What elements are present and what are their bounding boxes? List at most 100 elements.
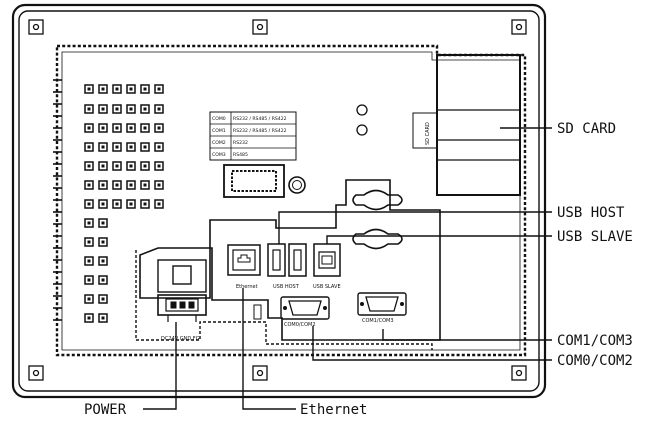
table-port: COM2: [212, 140, 226, 146]
vent-slot-center: [101, 278, 105, 282]
vent-slot: [140, 123, 150, 133]
vent-slot-center: [87, 202, 91, 206]
vent-slot: [112, 142, 122, 152]
com1-com3-port-label: COM1/COM3: [362, 318, 394, 324]
battery-cover: [223, 164, 285, 198]
vent-slot-center: [129, 164, 133, 168]
sd-card-housing: SD CARD: [412, 54, 521, 196]
vent-slot-center: [101, 202, 105, 206]
vent-slot: [98, 199, 108, 209]
power-terminal-block: [157, 259, 207, 322]
callout-com1-com3: COM1/COM3: [557, 333, 633, 349]
usb-host-ports: [267, 243, 307, 277]
vent-slot-center: [87, 87, 91, 91]
vent-slot: [84, 275, 94, 285]
vent-slot: [112, 104, 122, 114]
vent-slot: [112, 199, 122, 209]
vent-slot: [84, 256, 94, 266]
vent-slot-center: [101, 126, 105, 130]
housing-outer: [11, 3, 547, 399]
vent-slot: [140, 180, 150, 190]
vent-slot-center: [157, 164, 161, 168]
vent-slot-center: [157, 107, 161, 111]
vent-slot: [154, 142, 164, 152]
vent-slot: [98, 123, 108, 133]
side-ventilation-ticks: [53, 79, 62, 321]
vent-slot: [98, 104, 108, 114]
callout-power: POWER: [84, 402, 127, 418]
rear-recess-inner-line: [61, 51, 521, 351]
housing-inner: [18, 10, 540, 392]
vent-slot: [98, 218, 108, 228]
vent-slot-center: [143, 107, 147, 111]
vent-slot-center: [115, 107, 119, 111]
vent-slot-center: [87, 240, 91, 244]
table-port: COM1: [212, 128, 226, 134]
vent-slot: [140, 161, 150, 171]
vent-slot: [140, 142, 150, 152]
vent-slot: [84, 84, 94, 94]
vent-slot: [112, 84, 122, 94]
vent-slot: [84, 180, 94, 190]
com-spec-table: COM0 RS232 / RS485 / RS422 COM1 RS232 / …: [209, 111, 297, 161]
vent-slot-center: [157, 87, 161, 91]
vent-slot-center: [101, 107, 105, 111]
vent-slot-center: [87, 126, 91, 130]
vent-slot-center: [115, 126, 119, 130]
ethernet-port-label: Ethernet: [236, 284, 258, 290]
vent-slot-center: [101, 316, 105, 320]
ethernet-port: [227, 244, 261, 276]
vent-slot: [98, 256, 108, 266]
connector-panel-outline: [139, 179, 441, 341]
power-terminal-labels: DC24V GND FG: [161, 336, 200, 342]
vent-slot: [126, 180, 136, 190]
vent-slot: [154, 199, 164, 209]
vent-slot-center: [129, 145, 133, 149]
vent-slot: [84, 313, 94, 323]
usb-slave-port-label: USB SLAVE: [313, 284, 341, 290]
vent-slot-center: [157, 145, 161, 149]
vent-slot: [126, 199, 136, 209]
vent-slot-center: [101, 259, 105, 263]
vent-slot-center: [157, 126, 161, 130]
vent-slot: [84, 237, 94, 247]
vent-slot: [140, 199, 150, 209]
vent-slot: [126, 84, 136, 94]
vent-slot-center: [129, 87, 133, 91]
vent-slot: [98, 161, 108, 171]
vent-slot-center: [87, 297, 91, 301]
vent-slot-center: [115, 145, 119, 149]
vent-slot-center: [143, 87, 147, 91]
vent-slot-center: [143, 145, 147, 149]
vent-slot: [126, 123, 136, 133]
rear-recess-outline: [55, 44, 527, 357]
vent-slot: [154, 104, 164, 114]
vent-slot-center: [129, 202, 133, 206]
ventilation-grid: [84, 84, 164, 323]
vent-slot-center: [143, 183, 147, 187]
callout-usb-slave: USB SLAVE: [557, 229, 633, 245]
vent-slot-center: [87, 183, 91, 187]
com0-com2-db9-connector: [280, 296, 330, 320]
table-spec: RS232 / RS485 / RS422: [233, 116, 287, 122]
vent-slot: [98, 237, 108, 247]
vent-slot: [98, 294, 108, 304]
vent-slot-center: [87, 278, 91, 282]
vent-slot: [140, 104, 150, 114]
vent-slot-center: [115, 202, 119, 206]
vent-slot-center: [87, 164, 91, 168]
callout-leader-lines: [143, 127, 552, 410]
vent-slot: [112, 161, 122, 171]
vent-slot: [98, 275, 108, 285]
indicator-led-2: [356, 124, 368, 136]
vent-slot-center: [87, 316, 91, 320]
vent-slot: [84, 123, 94, 133]
vent-slot-center: [115, 87, 119, 91]
vent-slot: [84, 294, 94, 304]
vent-slot-center: [101, 164, 105, 168]
table-spec: RS485: [233, 152, 248, 158]
vent-slot: [98, 84, 108, 94]
vent-slot: [84, 218, 94, 228]
vent-slot-center: [87, 107, 91, 111]
